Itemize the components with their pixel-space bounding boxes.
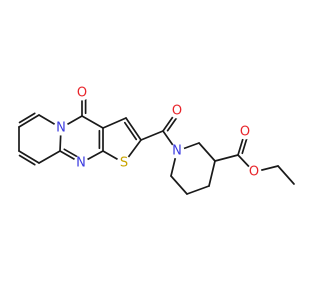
- molecule-diagram: O N N S O N O O: [18, 85, 295, 195]
- atom-s-thiophene: S: [120, 156, 128, 171]
- bond-p1-p2-second-line: [18, 112, 36, 124]
- atom-o-ester-ether-background: [246, 164, 262, 180]
- bond-c2-cam: [140, 130, 164, 141]
- bond-p4-c9a: [38, 150, 61, 164]
- atom-o-ester-ether: O: [249, 165, 259, 180]
- atom-o-ketone-background: [74, 85, 90, 101]
- atom-n-ring-background: [53, 120, 69, 136]
- atom-o-amide-background: [169, 103, 185, 119]
- bonds: [18, 92, 295, 195]
- bond-pa-pb: [198, 142, 216, 162]
- bond-et1-et2: [277, 165, 295, 185]
- atom-n-pyrimidine: N: [76, 156, 86, 171]
- bond-pb-ce: [214, 154, 239, 162]
- atom-n-ring: N: [56, 121, 66, 136]
- atom-s-thiophene-background: [116, 155, 132, 171]
- bond-pb-pc: [208, 160, 216, 187]
- bond-p3-p4-second-line: [18, 154, 36, 166]
- atom-n-piperidine: N: [172, 144, 182, 159]
- bond-c3-c2: [125, 117, 142, 141]
- bond-c4a-c3: [102, 117, 127, 129]
- bond-pd-pe: [170, 175, 188, 195]
- atom-labels: O N N S O N O O: [53, 85, 262, 180]
- bond-c4-c4a: [81, 115, 104, 129]
- atom-o-ketone: O: [77, 86, 87, 101]
- bond-p3-p4: [18, 150, 40, 164]
- atom-o-ester-carbonyl-background: [237, 124, 253, 140]
- atom-n-piperidine-background: [169, 143, 185, 159]
- structure-drawing: O N N S O N O O: [18, 85, 295, 195]
- bond-pc-pd: [186, 185, 210, 195]
- bond-p1-p2: [18, 114, 40, 128]
- atom-o-amide: O: [172, 104, 182, 119]
- atom-n-pyrimidine-background: [73, 155, 89, 171]
- atom-o-ester-carbonyl: O: [240, 125, 250, 140]
- bond-c3-c2-second-line: [123, 121, 138, 141]
